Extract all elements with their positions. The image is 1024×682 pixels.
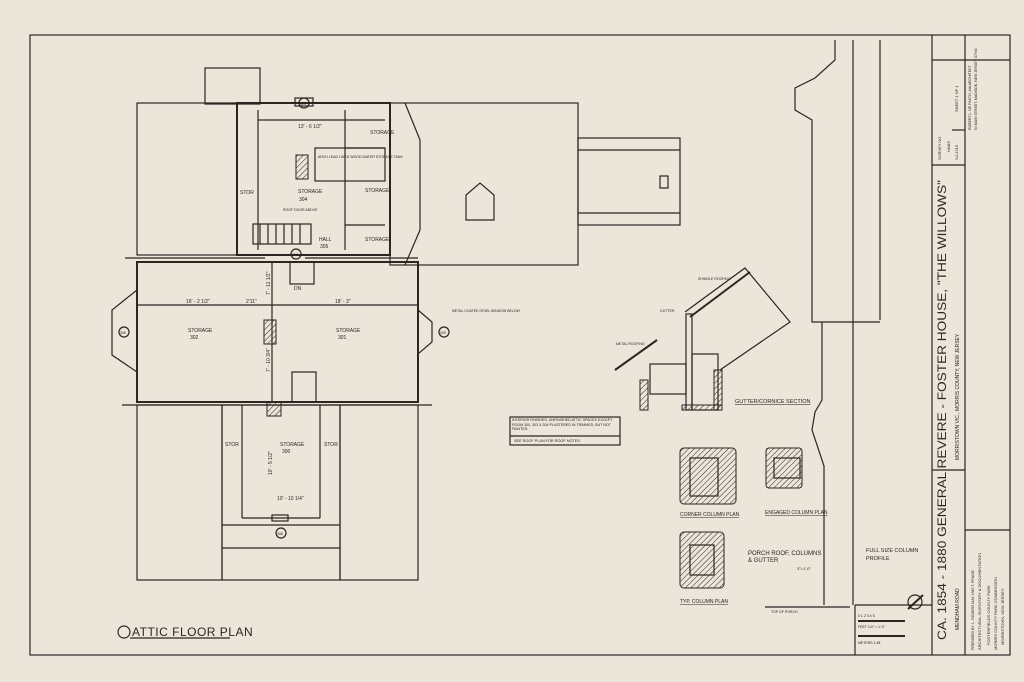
room-name-304: STORAGE [298, 189, 323, 195]
svg-text:306: 306 [120, 331, 126, 335]
svg-text:ATTIC FLOOR PLAN: ATTIC FLOOR PLAN [132, 625, 253, 639]
label-engaged-column: ENGAGED COLUMN PLAN [765, 510, 828, 516]
gutter-cornice-section: SHINGLE ROOFING GUTTER METAL ROOFING GUT… [614, 267, 811, 411]
dim-main-right: 18' - 3" [335, 299, 351, 305]
client-1: FOSTERFIELDS COUNTY PARK [986, 585, 991, 645]
notes-box: INTERIOR FINISHES: UNFINISHED ATTIC SPAC… [509, 416, 621, 446]
address: MENDHAM ROAD [955, 588, 961, 630]
drawing-title: CA. 1854 - 1880 GENERAL REVERE - FOSTER … [935, 180, 949, 640]
window-tag: 306 [118, 326, 130, 338]
label-stor-left: STOR [225, 442, 239, 448]
room-name-302: STORAGE [188, 328, 213, 334]
window-tag: 308 [275, 527, 287, 539]
profile-label-1: FULL SIZE COLUMN [866, 548, 918, 554]
room-name-305: HALL [319, 237, 332, 243]
program: ARCHITECTURAL INVENTORY & DOCUMENTATION [977, 553, 982, 650]
label-shingle: SHINGLE ROOFING [698, 277, 731, 281]
svg-text:308: 308 [277, 532, 283, 536]
client-3: MORRISTOWN, NEW JERSEY [1000, 588, 1005, 645]
location: MORRISTOWN VIC., MORRIS COUNTY, NEW JERS… [955, 333, 961, 460]
label-metal-oriel: METAL COATED ORIEL WINDOW BELOW [452, 309, 521, 313]
north-arrow-icon [907, 594, 924, 610]
porch-title-1: PORCH ROOF, COLUMNS [748, 551, 821, 557]
dim-main-lower: 7' - 10 3/4" [266, 348, 272, 372]
sheet-number: SHEET 1 OF 1 [954, 85, 959, 112]
label-metal-roofing: METAL ROOFING [616, 342, 645, 346]
label-stor-right: STOR [324, 442, 338, 448]
window-tag: 309 [438, 326, 450, 338]
plan-title: ATTIC FLOOR PLAN [117, 625, 253, 639]
column-plans: CORNER COLUMN PLAN ENGAGED COLUMN PLAN T… [679, 447, 850, 614]
porch-title-2: & GUTTER [748, 558, 779, 564]
svg-text:309: 309 [440, 331, 446, 335]
label-stor: STOR [240, 190, 254, 196]
svg-text:307: 307 [292, 253, 298, 257]
label-storage-upper: STORAGE [370, 130, 395, 136]
label-top-of-porch: TOP OF PORCH [771, 610, 798, 614]
dim-main-left: 16' - 2 1/2" [186, 299, 210, 305]
svg-text:303: 303 [300, 102, 306, 106]
dim-lower-depth: 10' - 5 1/2" [268, 451, 274, 475]
label-roof-door: ROOF DOOR ABOVE [283, 208, 318, 212]
window-tag: 303 [298, 97, 310, 109]
room-name-301: STORAGE [336, 328, 361, 334]
label-storage-right: STORAGE [365, 188, 390, 194]
dim-main-upper: 7' - 11 1/2" [266, 271, 272, 295]
architect: ROBERT L. DE PASTO, AIA ARCHITECT [968, 64, 972, 130]
svg-text:FEET 1/4" = 1'-0": FEET 1/4" = 1'-0" [858, 625, 886, 629]
title-block: CA. 1854 - 1880 GENERAL REVERE - FOSTER … [854, 35, 1010, 655]
window-tag: 307 [290, 248, 302, 260]
label-corner-column: CORNER COLUMN PLAN [680, 512, 740, 518]
label-storage-small: STORAGE [365, 237, 390, 243]
survey-habs: HABS [946, 141, 951, 152]
room-number-301: 301 [338, 335, 347, 341]
label-gutter: GUTTER [660, 309, 675, 313]
sheet-border [29, 34, 1011, 656]
room-number-305: 305 [320, 244, 329, 250]
svg-text:METERS 1:48: METERS 1:48 [858, 641, 880, 645]
room-number-304: 304 [299, 197, 308, 203]
scale-bar: 0 1 2 3 4 5 FEET 1/4" = 1'-0" METERS 1:4… [858, 614, 905, 645]
architect-address: 54 MAIN STREET, MADISON, NEW JERSEY 0794… [974, 48, 978, 130]
attic-floor-plan: STORAGE STORAGE STORAGE STOR ARCH LEAD L… [111, 67, 681, 581]
survey-number: NJ-1219 [954, 144, 959, 160]
label-typ-column: TYP. COLUMN PLAN [680, 599, 728, 605]
prepared-by: PREPARED BY: L. ROGERS MAY 1980 T. PRAIS… [971, 569, 975, 650]
note-interior: INTERIOR FINISHES: UNFINISHED ATTIC SPAC… [512, 418, 613, 431]
label-tank: ARCH LEAD LINED WOOD WATER STORAGE TANK [318, 155, 403, 159]
note-roof: SEE ROOF PLAN FOR ROOF NOTES. [514, 439, 581, 443]
column-profile: FULL SIZE COLUMN PROFILE [794, 40, 918, 605]
room-number-302: 302 [190, 335, 199, 341]
client-2: MORRIS COUNTY PARK COMMISSION [993, 577, 998, 650]
room-name-300: STORAGE [280, 442, 305, 448]
dim-main-mid: 2'11" [246, 299, 257, 305]
survey-label: SURVEY NO. [937, 135, 942, 160]
dim-top-width: 13' - 6 1/2" [298, 124, 322, 130]
porch-scale: 3"=1'-0" [797, 566, 812, 571]
label-gutter-section: GUTTER/CORNICE SECTION [735, 399, 811, 405]
label-dn: DN [294, 286, 302, 292]
dim-lower-width: 10' - 10 1/4" [277, 496, 304, 502]
profile-label-2: PROFILE [866, 556, 890, 562]
room-number-300: 300 [282, 449, 291, 455]
svg-text:0 1 2 3 4 5: 0 1 2 3 4 5 [858, 614, 875, 618]
